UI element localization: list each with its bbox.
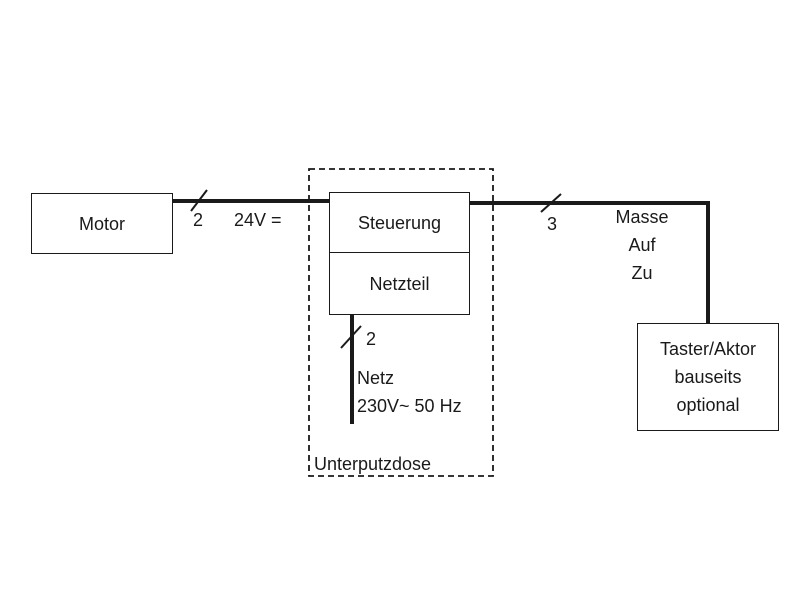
signal-masse: Masse <box>615 207 669 227</box>
netzteil-label: Netzteil <box>369 273 430 294</box>
netzteil-box: Netzteil <box>329 252 470 315</box>
motor-voltage-label: 24V = <box>234 210 282 230</box>
taster-line-1: Taster/Aktor <box>659 339 757 359</box>
motor-wire-count: 2 <box>193 210 204 230</box>
taster-line-2: bauseits <box>674 367 742 387</box>
mains-wire-tick <box>340 325 362 349</box>
signal-zu: Zu <box>631 263 653 283</box>
enclosure-label: Unterputzdose <box>314 454 432 474</box>
mains-spec: 230V~ 50 Hz <box>357 396 462 416</box>
control-signals: Masse Auf Zu <box>604 203 680 287</box>
steuerung-box: Steuerung <box>329 192 470 253</box>
enclosure-dashed-border <box>308 168 494 477</box>
control-wire <box>469 201 710 325</box>
motor-wire-tick <box>190 189 208 212</box>
signal-auf: Auf <box>628 235 656 255</box>
taster-line-3: optional <box>676 395 740 415</box>
mains-wire-count: 2 <box>366 329 377 349</box>
control-wire-tick <box>540 193 562 213</box>
control-wire-count: 3 <box>547 214 558 234</box>
motor-box: Motor <box>31 193 173 254</box>
taster-aktor-box: Taster/Aktor bauseits optional <box>637 323 779 431</box>
motor-label: Motor <box>78 213 125 234</box>
mains-label: Netz <box>357 368 395 388</box>
steuerung-label: Steuerung <box>357 212 442 233</box>
